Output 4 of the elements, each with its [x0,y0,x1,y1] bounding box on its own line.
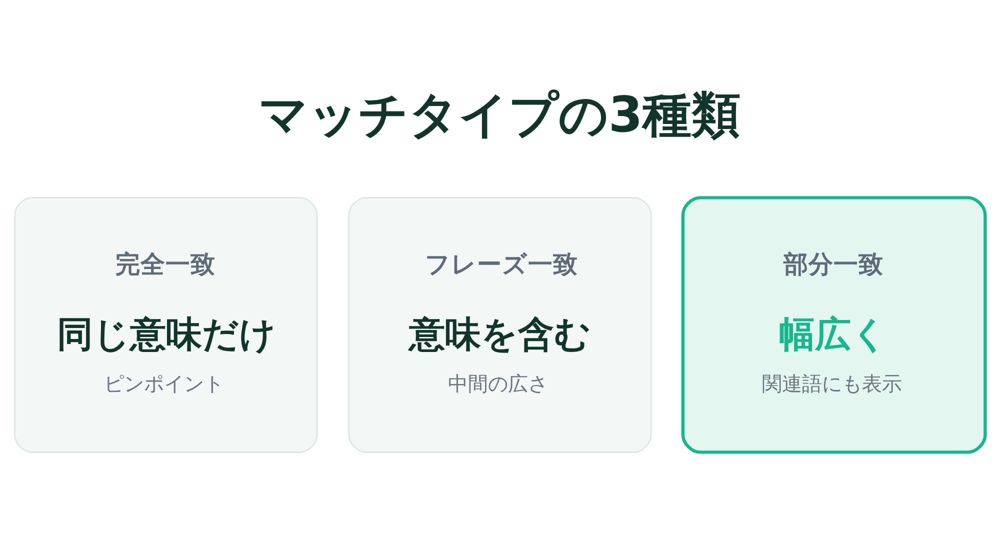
diagram-title: マッチタイプの3種類 [258,85,741,144]
node-box: 部分一致 幅広く 関連語にも表示 [681,196,987,454]
node-box: 完全一致 同じ意味だけ ピンポイント [14,196,318,453]
node-box: フレーズ一致 意味を含む 中間の広さ [348,196,652,453]
